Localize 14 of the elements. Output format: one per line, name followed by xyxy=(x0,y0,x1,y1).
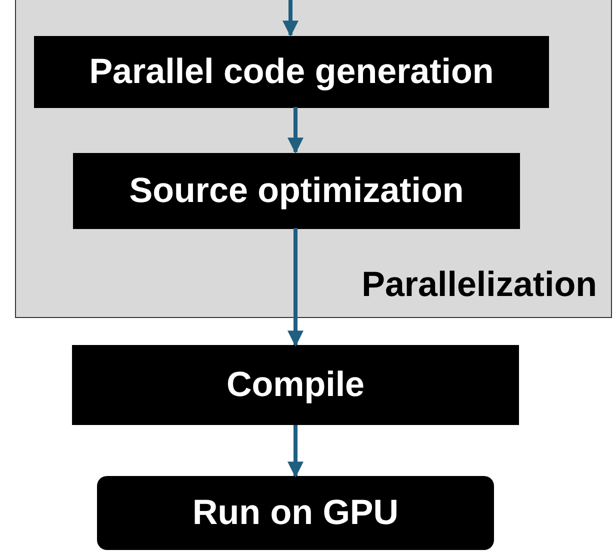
group-panel xyxy=(15,0,612,318)
step-label: Source optimization xyxy=(129,171,464,211)
process-box xyxy=(73,153,520,229)
arrow xyxy=(282,0,298,37)
group-title: Parallelization xyxy=(362,265,597,305)
arrow xyxy=(288,107,304,154)
arrow xyxy=(288,228,304,347)
process-box xyxy=(34,36,549,108)
step-label: Run on GPU xyxy=(192,493,399,533)
step-label: Parallel code generation xyxy=(89,52,494,92)
process-box xyxy=(97,476,494,550)
step-label: Compile xyxy=(226,365,365,405)
arrow xyxy=(288,425,304,478)
process-box xyxy=(72,345,519,425)
